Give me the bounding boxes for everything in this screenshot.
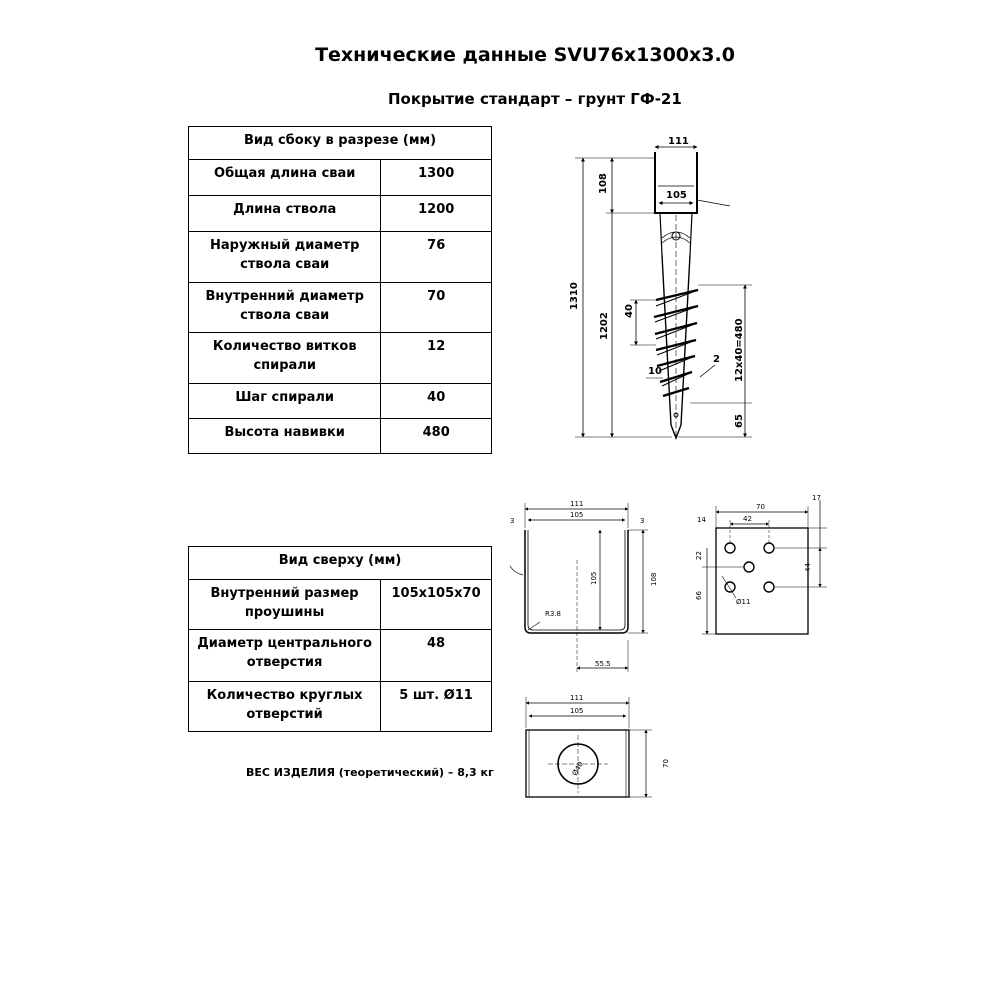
top-view-dimensions: 111 105 70 Ø40 bbox=[570, 694, 670, 777]
bracket-dimensions: 111 105 3 3 105 108 R3.8 55.5 bbox=[510, 500, 658, 668]
spec-value: 76 bbox=[380, 231, 492, 283]
dim-label: 1310 bbox=[569, 282, 580, 310]
spec-value: 40 bbox=[380, 383, 492, 419]
spec-value: 5 шт. Ø11 bbox=[380, 681, 492, 732]
dim-label: 105 bbox=[590, 572, 598, 585]
dim-label: 70 bbox=[662, 759, 670, 768]
spec-value: 48 bbox=[380, 629, 492, 682]
page-title: Технические данные SVU76x1300x3.0 bbox=[315, 44, 735, 66]
spec-value: 105x105x70 bbox=[380, 579, 492, 630]
side-view-dimensions: 111 105 108 1310 1202 40 10 2 12x40=480 … bbox=[569, 136, 745, 428]
dim-label: 55.5 bbox=[595, 660, 611, 668]
spec-label: Внутренний размер проушины bbox=[187, 579, 382, 630]
dim-label: R3.8 bbox=[545, 610, 561, 618]
dim-label: 17 bbox=[812, 494, 821, 502]
spec-label: Внутренний диаметр ствола сваи bbox=[187, 282, 382, 333]
dim-label: 111 bbox=[570, 694, 583, 702]
dim-label: 22 bbox=[695, 551, 703, 560]
spec-label: Количество витков спирали bbox=[187, 332, 382, 384]
side-spec-table: Вид сбоку в разрезе (мм) Общая длина сва… bbox=[187, 126, 492, 454]
spec-label: Количество круглых отверстий bbox=[187, 681, 382, 732]
spec-label: Диаметр центрального отверстия bbox=[187, 629, 382, 682]
dim-label: Ø40 bbox=[571, 761, 585, 777]
spec-label: Шаг спирали bbox=[187, 383, 382, 419]
product-weight: ВЕС ИЗДЕЛИЯ (теоретический) – 8,3 кг bbox=[246, 766, 494, 779]
side-plate-dimensions: 70 42 14 17 22 44 66 Ø11 bbox=[695, 494, 821, 606]
top-view bbox=[525, 697, 652, 798]
dim-label: 2 bbox=[713, 354, 720, 365]
pile-side-view bbox=[575, 145, 752, 440]
side-table-header: Вид сбоку в разрезе (мм) bbox=[188, 126, 492, 160]
dim-label: 3 bbox=[510, 517, 514, 525]
dim-label: 1202 bbox=[599, 312, 610, 340]
dim-label: 65 bbox=[734, 414, 745, 428]
dim-label: 14 bbox=[697, 516, 706, 524]
dim-label: 3 bbox=[640, 517, 644, 525]
dim-label: 108 bbox=[598, 173, 609, 194]
dim-label: 44 bbox=[804, 563, 812, 572]
dim-label: 105 bbox=[570, 707, 583, 715]
spec-value: 1300 bbox=[380, 159, 492, 196]
spec-label: Наружный диаметр ствола сваи bbox=[187, 231, 382, 283]
spec-label: Длина ствола bbox=[187, 195, 382, 232]
dim-label: 42 bbox=[743, 515, 752, 523]
bracket-front-view bbox=[509, 503, 648, 672]
dim-label: 105 bbox=[570, 511, 583, 519]
dim-label: Ø11 bbox=[736, 598, 750, 606]
spec-value: 480 bbox=[380, 418, 492, 454]
top-spec-table: Вид сверху (мм) Внутренний размер проуши… bbox=[187, 546, 492, 732]
side-plate-view bbox=[702, 500, 827, 635]
dim-label: 10 bbox=[648, 366, 662, 377]
dim-label: 111 bbox=[570, 500, 583, 508]
spec-value: 1200 bbox=[380, 195, 492, 232]
spec-label: Высота навивки bbox=[187, 418, 382, 454]
spec-value: 70 bbox=[380, 282, 492, 333]
dim-label: 70 bbox=[756, 503, 765, 511]
spec-value: 12 bbox=[380, 332, 492, 384]
dim-label: 40 bbox=[624, 304, 635, 318]
dim-label: 66 bbox=[695, 591, 703, 600]
dim-label: 108 bbox=[650, 573, 658, 586]
page-subtitle: Покрытие стандарт – грунт ГФ-21 bbox=[388, 90, 682, 108]
dim-label: 12x40=480 bbox=[734, 318, 745, 382]
dim-label: 105 bbox=[666, 190, 687, 201]
dim-label: 111 bbox=[668, 136, 689, 147]
